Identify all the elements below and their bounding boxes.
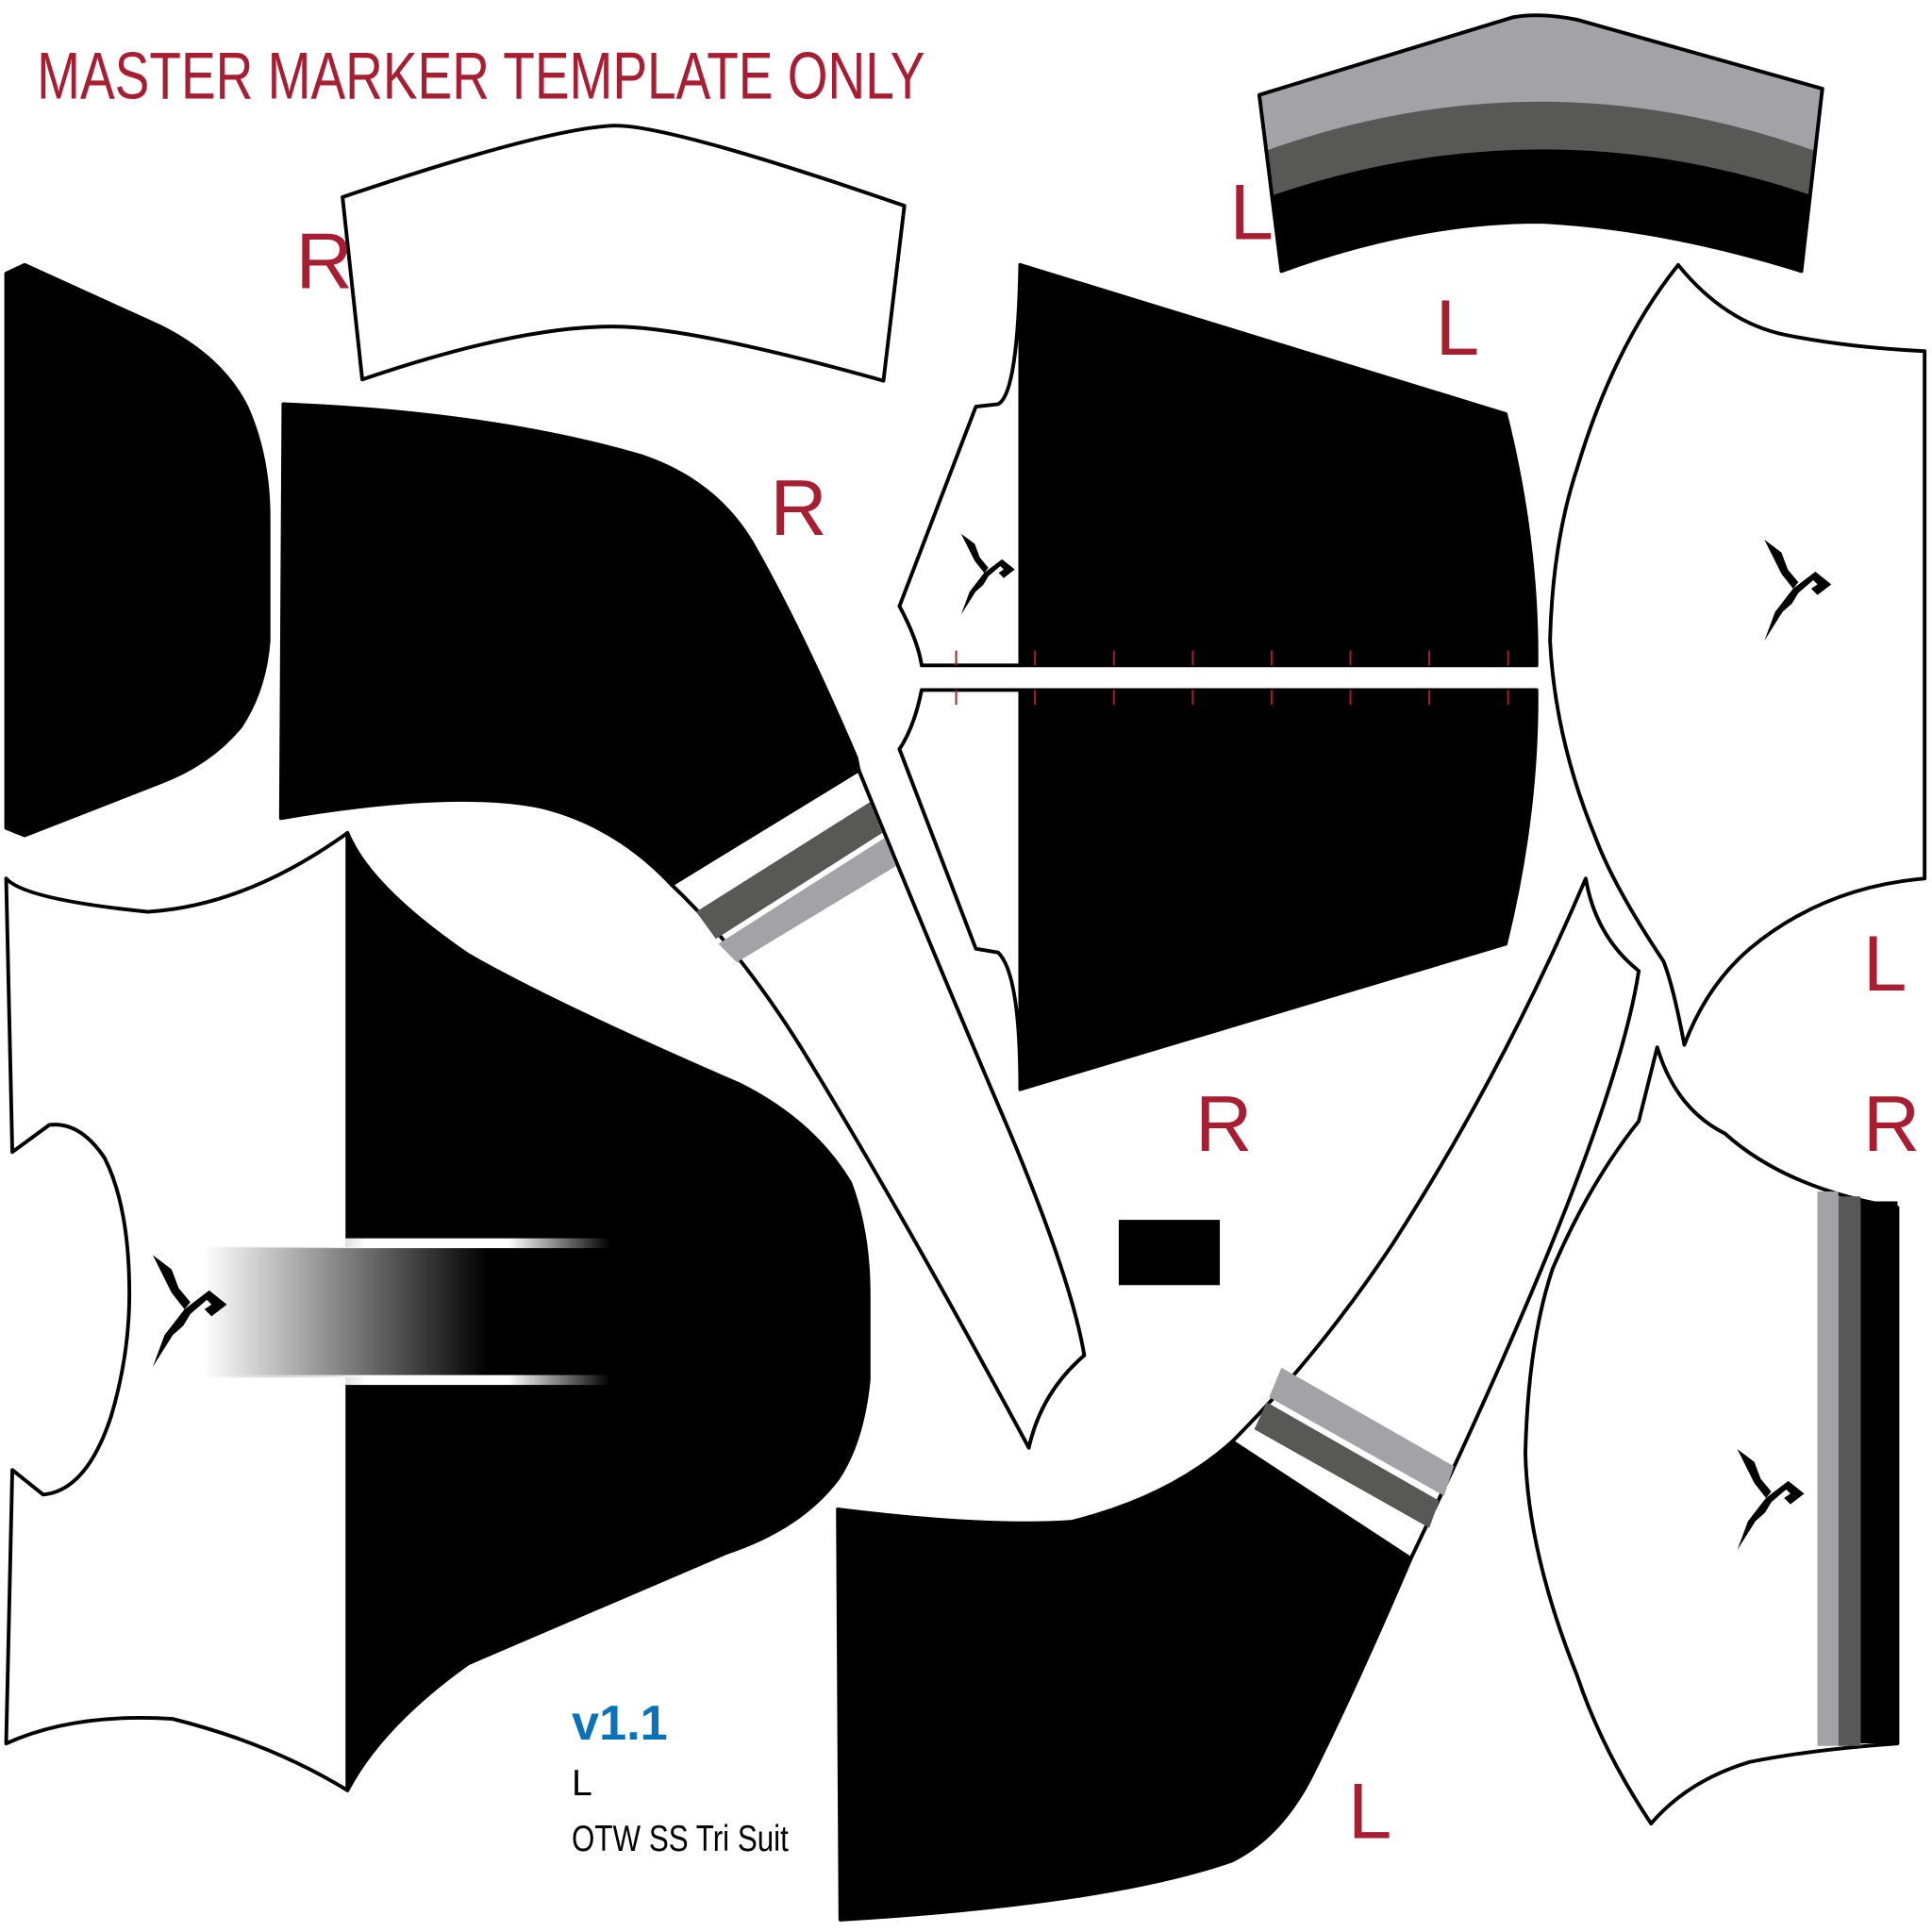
piece-label: L [1436, 283, 1479, 372]
piece-label: R [295, 217, 352, 306]
piece-label: R [770, 463, 826, 552]
pattern-piece-waistband-right [341, 124, 907, 383]
piece-label: L [1230, 167, 1274, 256]
piece-label: R [1863, 1079, 1920, 1168]
pattern-piece-sleeve-right [1524, 1045, 1900, 1826]
pattern-piece-front-left [897, 262, 1539, 668]
pattern-piece-front-right [897, 688, 1539, 1091]
template-title: MASTER MARKER TEMPLATE ONLY [37, 40, 924, 113]
piece-label: R [1195, 1079, 1252, 1168]
pattern-piece-back-left [4, 830, 871, 1792]
pattern-piece-back-right [278, 402, 861, 887]
notch-marks [955, 650, 1509, 706]
pattern-piece-waistband-left [1257, 13, 1824, 274]
size-label: L [572, 1763, 592, 1804]
piece-label: L [1348, 1767, 1391, 1856]
pattern-piece-bottom-left [836, 1440, 1413, 1922]
pattern-piece-sleeve-left [1548, 262, 1927, 1047]
pattern-piece-side-panel [4, 262, 271, 838]
black-swatch [1118, 1220, 1221, 1286]
pattern-piece-leg-left [1230, 876, 1641, 1561]
version-label: v1.1 [572, 1696, 668, 1751]
pattern-piece-leg-right [669, 768, 1087, 1450]
piece-label: L [1863, 919, 1907, 1008]
product-name: OTW SS Tri Suit [572, 1817, 789, 1858]
